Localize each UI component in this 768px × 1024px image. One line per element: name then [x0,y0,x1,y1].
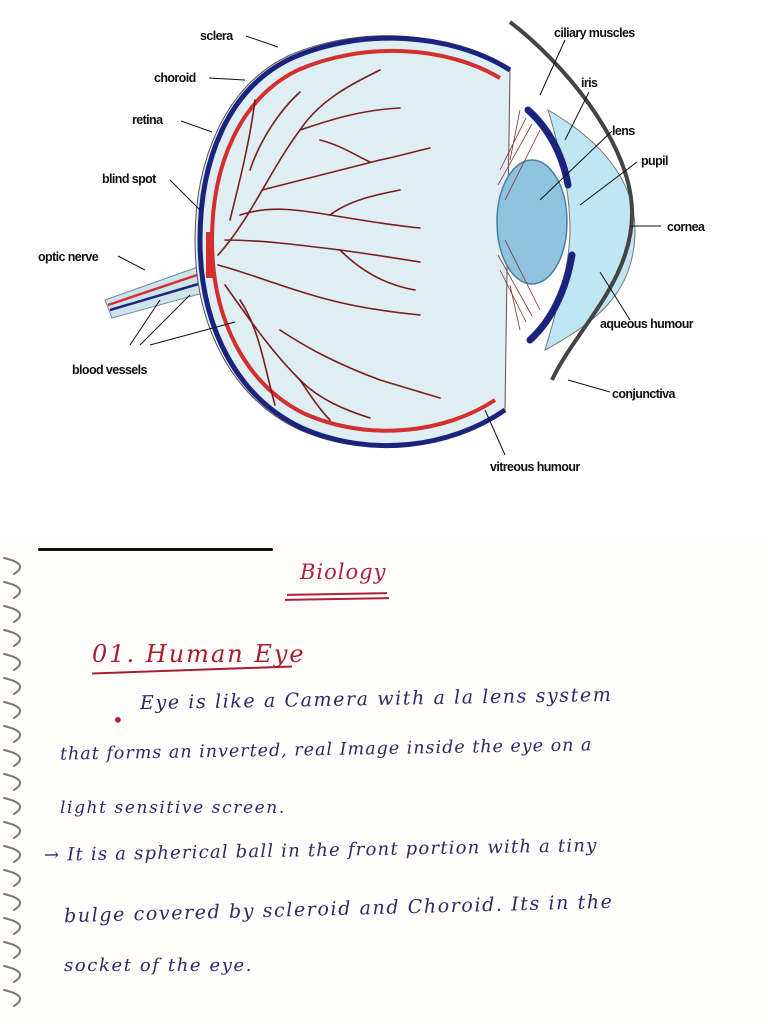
label-aqueous-humour: aqueous humour [600,317,694,331]
note-line-1: Eye is like a Camera with a la lens syst… [139,683,613,715]
subject-title: Biology [300,560,387,584]
label-choroid: choroid [154,71,196,85]
note-line-5: bulge covered by scleroid and Choroid. I… [63,890,614,928]
notebook-page: Biology 01. Human Eye • Eye is like a Ca… [0,540,768,1024]
label-retina: retina [132,113,164,127]
eyeball [194,35,512,449]
label-blind-spot: blind spot [102,172,157,186]
leader-lines [117,35,661,456]
label-sclera: sclera [200,29,234,43]
label-blood-vessels: blood vessels [72,363,148,377]
note-line-4: → It is a spherical ball in the front po… [43,835,598,866]
bullet-point: • [112,708,126,732]
subject-underline-2 [284,597,390,601]
section-heading: 01. Human Eye [92,640,306,668]
note-line-6: socket of the eye. [64,955,254,976]
label-lens: lens [612,124,635,138]
note-line-2: that forms an inverted, real Image insid… [59,735,593,765]
subject-underline [286,592,388,596]
label-vitreous-humour: vitreous humour [490,460,580,474]
sclera-layer [197,35,512,449]
note-line-3: light sensitive screen. [60,798,286,818]
conjunctiva-line [508,20,635,381]
page-top-rule [38,548,273,551]
label-optic-nerve: optic nerve [38,250,99,264]
retinal-blood-vessels [217,69,441,421]
label-ciliary-muscles: ciliary muscles [554,26,635,40]
lens-shape [496,159,568,285]
human-eye-diagram: sclera choroid retina blind spot optic n… [38,20,707,474]
spiral-binding [3,557,22,1007]
suspensory-ligaments [497,109,541,331]
label-pupil: pupil [641,154,668,168]
optic-nerve [104,261,215,319]
label-cornea: cornea [667,220,706,234]
label-conjunctiva: conjunctiva [612,387,677,401]
label-iris: iris [581,76,598,90]
